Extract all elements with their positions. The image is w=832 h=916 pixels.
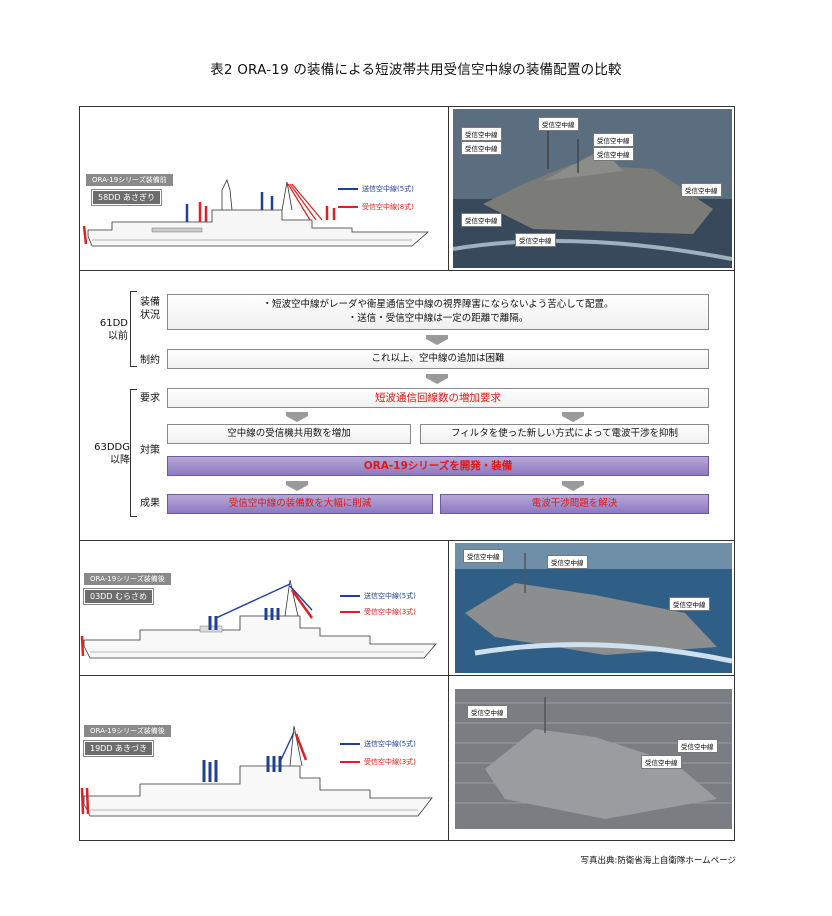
divider (79, 270, 735, 271)
divider (448, 540, 449, 840)
photo-label: 受信空中線 (461, 127, 502, 141)
ship-profile-drawing (82, 178, 430, 247)
table-title: 表2 ORA-19 の装備による短波帯共用受信空中線の装備配置の比較 (210, 62, 622, 78)
photo-label: 受信空中線 (461, 141, 502, 155)
youkyuu-box: 短波通信回線数の増加要求 (167, 388, 709, 408)
legend-tx: 送信空中線(5式) (340, 591, 416, 601)
ship-photo-murasame: 受信空中線 受信空中線 受信空中線 (455, 543, 732, 673)
photo-label: 受信空中線 (538, 117, 579, 131)
series-tag: ORA-19シリーズ装備後 (84, 725, 171, 737)
photo-label: 受信空中線 (515, 233, 556, 247)
taisaku-main-box: ORA-19シリーズを開発・装備 (167, 456, 709, 476)
seika-right-box: 電波干渉問題を解決 (440, 494, 709, 514)
ship-name-tag: 03DD むらさめ (82, 588, 155, 605)
table-frame (79, 106, 735, 841)
row-label-seiyaku: 制約 (140, 355, 160, 366)
photo-label: 受信空中線 (641, 755, 682, 769)
ship-name-tag: 19DD あきづき (82, 740, 155, 757)
photo-label: 受信空中線 (461, 213, 502, 227)
taisaku-right-box: フィルタを使った新しい方式によって電波干渉を抑制 (420, 424, 709, 444)
row-label-taisaku: 対策 (140, 445, 160, 456)
photo-label: 受信空中線 (467, 705, 508, 719)
divider (79, 540, 735, 541)
row-label-youkyuu: 要求 (140, 393, 160, 404)
arrow-down (426, 374, 448, 384)
photo-label: 受信空中線 (681, 183, 722, 197)
photo-label: 受信空中線 (547, 555, 588, 569)
photo-label: 受信空中線 (593, 147, 634, 161)
photo-label: 受信空中線 (669, 597, 710, 611)
divider (448, 106, 449, 270)
arrow-down (426, 335, 448, 345)
seika-left-box: 受信空中線の装備数を大幅に削減 (167, 494, 433, 514)
soubi-text: ・短波空中線がレーダや衛星通信空中線の視界障害にならないよう苦心して配置。 (262, 299, 614, 310)
legend-rx: 受信空中線(8式) (338, 202, 414, 212)
divider (79, 675, 735, 676)
ship-profile-drawing (80, 579, 437, 659)
soubi-box: ・短波空中線がレーダや衛星通信空中線の視界障害にならないよう苦心して配置。 ・送… (167, 294, 709, 330)
era-label: 63DDG 以降 (94, 442, 130, 466)
row-label-soubi: 装備 状況 (140, 297, 160, 321)
ship-name-tag: 58DD あさぎり (90, 189, 163, 206)
bracket (130, 291, 137, 367)
legend-tx: 送信空中線(5式) (338, 184, 414, 194)
soubi-text: ・送信・受信空中線は一定の距離で離隔。 (347, 313, 529, 324)
arrow-down (562, 412, 584, 422)
legend-tx: 送信空中線(5式) (340, 739, 416, 749)
legend-rx: 受信空中線(3式) (340, 757, 416, 767)
arrow-down (286, 412, 308, 422)
arrow-down (286, 481, 308, 491)
era-label: 61DD 以前 (99, 318, 128, 342)
photo-label: 受信空中線 (463, 549, 504, 563)
series-tag: ORA-19シリーズ装備前 (86, 174, 173, 186)
photo-label: 受信空中線 (593, 133, 634, 147)
ship-profile-drawing (80, 725, 433, 817)
ship-photo-akizuki: 受信空中線 受信空中線 受信空中線 (455, 689, 732, 829)
series-tag: ORA-19シリーズ装備後 (84, 573, 171, 585)
row-label-seika: 成果 (140, 498, 160, 509)
seiyaku-box: これ以上、空中線の追加は困難 (167, 349, 709, 369)
arrow-down (562, 481, 584, 491)
photo-label: 受信空中線 (677, 739, 718, 753)
ship-photo-asagiri: 受信空中線 受信空中線 受信空中線 受信空中線 受信空中線 受信空中線 受信空中… (453, 109, 732, 268)
taisaku-left-box: 空中線の受信機共用数を増加 (167, 424, 411, 444)
legend-rx: 受信空中線(3式) (340, 607, 416, 617)
photo-source: 写真出典:防衛省海上自衛隊ホームページ (580, 856, 736, 866)
bracket (130, 389, 137, 517)
